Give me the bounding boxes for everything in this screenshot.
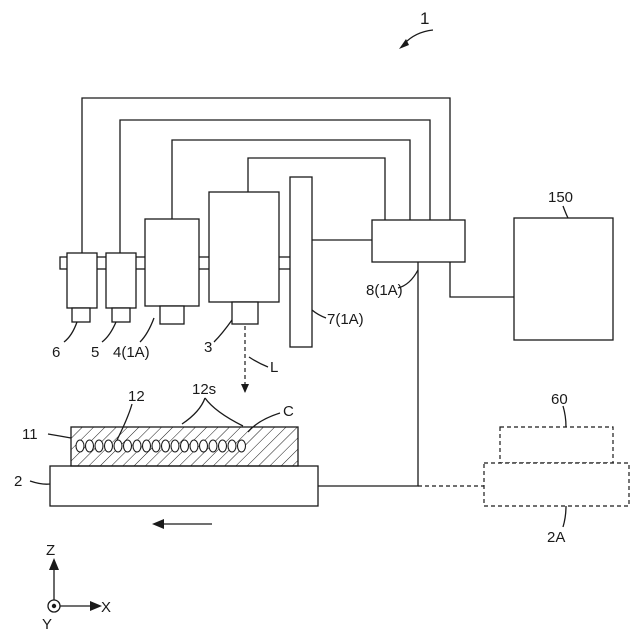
modified-spot: [124, 440, 132, 452]
label-unit-8: 8(1A): [366, 282, 403, 299]
modified-spot: [114, 440, 122, 452]
unit-6: [67, 253, 97, 322]
modified-spot: [105, 440, 113, 452]
label-unit-60: 60: [551, 391, 568, 408]
label-unit-12: 12: [128, 388, 145, 405]
label-unit-3: 3: [204, 339, 212, 356]
modified-spot: [95, 440, 103, 452]
movement-arrow: [152, 519, 212, 529]
unit-5: [106, 253, 136, 322]
unit-3-laser-head: [209, 192, 279, 324]
stage-2: [50, 466, 318, 506]
modified-spot: [152, 440, 160, 452]
unit-8-controller: [372, 220, 465, 262]
modified-spot: [228, 440, 236, 452]
unit-7: [290, 177, 312, 347]
stage-2A: [484, 463, 629, 506]
modified-spot: [181, 440, 189, 452]
axis-label-z: Z: [46, 542, 55, 559]
modified-spot: [200, 440, 208, 452]
modified-spot: [133, 440, 141, 452]
label-beam-L: L: [270, 359, 278, 376]
axis-label-y: Y: [42, 616, 52, 633]
modified-spot: [162, 440, 170, 452]
label-unit-7: 7(1A): [327, 311, 364, 328]
label-unit-4: 4(1A): [113, 344, 150, 361]
unit-4: [145, 219, 199, 324]
modified-spot: [76, 440, 84, 452]
modified-spot: [143, 440, 151, 452]
modified-spot: [209, 440, 217, 452]
unit-60: [500, 427, 613, 463]
label-unit-12s: 12s: [192, 381, 216, 398]
modified-spot: [238, 440, 246, 452]
modified-spot: [219, 440, 227, 452]
label-unit-6: 6: [52, 344, 60, 361]
modified-spot: [190, 440, 198, 452]
label-unit-2: 2: [14, 473, 22, 490]
axis-label-x: X: [101, 599, 111, 616]
label-point-C: C: [283, 403, 294, 420]
label-unit-11: 11: [22, 426, 38, 443]
label-unit-150: 150: [548, 189, 573, 206]
modified-spot: [171, 440, 179, 452]
label-unit-5: 5: [91, 344, 99, 361]
coordinate-axes: [48, 558, 102, 612]
label-unit-2A: 2A: [547, 529, 565, 546]
figure-number-arrow: [399, 30, 433, 49]
modified-spot: [86, 440, 94, 452]
unit-150: [514, 218, 613, 340]
figure-number: 1: [420, 9, 429, 28]
